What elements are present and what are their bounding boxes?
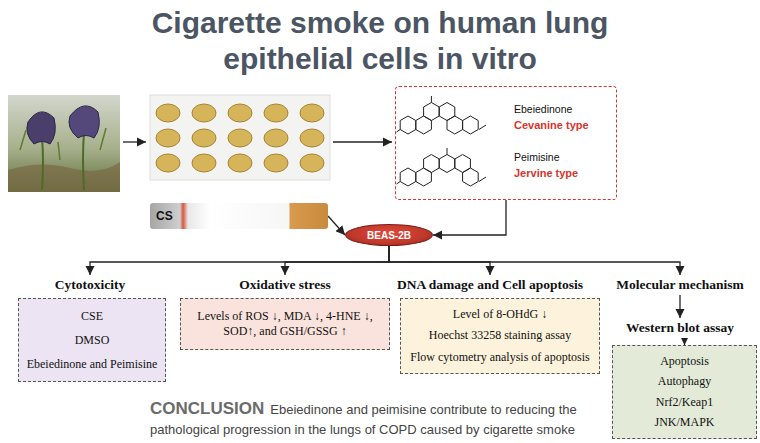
flow-arrow [123, 141, 146, 142]
connector [679, 295, 680, 318]
heading-text: Oxidative stress [239, 277, 331, 293]
item-text: Level of 8-OHdG ↓ [453, 307, 547, 322]
assay-heading: Oxidative stress [237, 275, 333, 295]
result-box: CSE DMSO Ebeiedinone and Peimisine [18, 298, 166, 382]
cell-line-label: BEAS-2B [367, 230, 411, 241]
assay-heading: Molecular mechanism [614, 275, 746, 295]
result-box: Level of 8-OHdG ↓ Hoechst 33258 staining … [400, 298, 600, 374]
item-text: Flow cytometry analysis of apoptosis [410, 350, 589, 365]
assay-heading: Cytotoxicity [53, 275, 127, 295]
heading-text: DNA damage and Cell apoptosis [397, 277, 583, 293]
stem [42, 138, 43, 190]
item-text: Levels of ROS ↓, MDA ↓, 4-HNE ↓, SOD↑, a… [187, 309, 383, 339]
side-bonds [397, 96, 487, 184]
connector [328, 216, 345, 235]
chemical-structure [396, 87, 618, 201]
heading-text: Cytotoxicity [55, 277, 125, 293]
cigarette: CS [150, 203, 328, 229]
soil [8, 162, 120, 192]
structure-box: EbeiedinoneCevanine typePeimisineJervine… [395, 86, 617, 200]
connector [389, 246, 680, 275]
item-text: DMSO [75, 333, 110, 348]
item-text: Apoptosis [660, 354, 709, 369]
stem [83, 132, 84, 190]
assay-heading: DNA damage and Cell apoptosis [395, 275, 585, 295]
flower-photo [8, 95, 120, 192]
item-text: JNK/MAPK [654, 415, 714, 430]
heading-text: Western blot assay [626, 320, 734, 336]
item-text: Hoechst 33258 staining assay [429, 328, 571, 343]
connector [389, 246, 490, 275]
cell-dish: BEAS-2B [345, 224, 433, 246]
connector [684, 338, 685, 345]
bulb-photo [150, 95, 330, 180]
connector [90, 246, 389, 275]
type-label: Jervine type [514, 167, 578, 180]
photo-ground [150, 95, 330, 180]
connector [285, 246, 389, 275]
type-label: Cevanine type [514, 119, 589, 132]
conclusion-block: CONCLUSIONEbeiedinone and peimisine cont… [150, 399, 612, 439]
leaf [20, 128, 106, 160]
method-heading: Western blot assay [624, 318, 736, 338]
heading-text: Molecular mechanism [616, 277, 744, 293]
diagram-title: Cigarette smoke on human lung epithelial… [120, 5, 640, 77]
result-box: Levels of ROS ↓, MDA ↓, 4-HNE ↓, SOD↑, a… [180, 298, 390, 350]
photo-ground [8, 95, 120, 192]
compound-name: Ebeiedinone [514, 103, 572, 116]
connector [433, 200, 506, 235]
flow-arrow [333, 141, 392, 142]
result-box: ApoptosisAutophagyNrf2/Keap1JNK/MAPK [612, 345, 757, 439]
item-text: Nrf2/Keap1 [656, 395, 713, 410]
item-text: Autophagy [658, 374, 711, 389]
flower-bell [69, 106, 99, 138]
item-text: Ebeiedinone and Peimisine [27, 357, 158, 372]
compound-name: Peimisine [514, 151, 560, 164]
item-text: CSE [81, 309, 103, 324]
conclusion-heading: CONCLUSION [150, 399, 264, 418]
bulbs [156, 104, 324, 172]
ring-bonds [400, 103, 478, 187]
cs-label: CS [156, 209, 173, 223]
flower-bell [27, 112, 55, 144]
